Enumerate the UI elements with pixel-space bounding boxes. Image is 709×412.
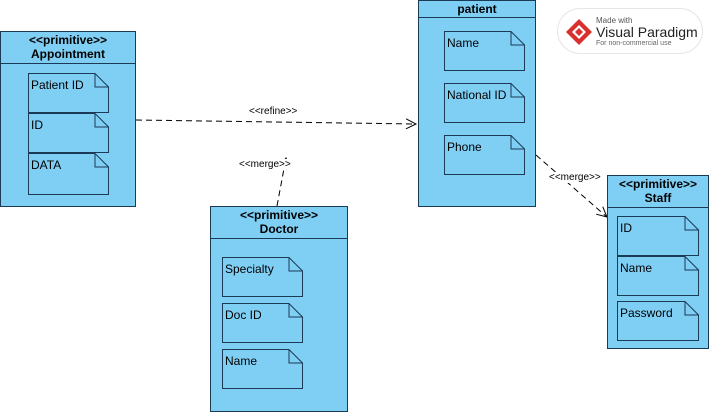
patient-class[interactable]: patient Name National ID Phone: [418, 0, 536, 207]
attribute-national-id[interactable]: National ID: [444, 83, 525, 123]
staff-name: Staff: [644, 191, 672, 205]
badge-made-with: Made with: [596, 16, 633, 25]
attribute-label: Specialty: [225, 262, 274, 276]
doctor-class[interactable]: <<primitive>> Doctor Specialty Doc ID Na…: [210, 206, 348, 412]
staff-stereotype: <<primitive>>: [618, 177, 698, 191]
attribute-label: Name: [620, 261, 653, 275]
attribute-label: Patient ID: [31, 78, 84, 92]
attribute-id[interactable]: ID: [617, 216, 699, 256]
attribute-name[interactable]: Name: [444, 31, 525, 71]
appointment-name: Appointment: [31, 47, 105, 61]
attribute-name[interactable]: Name: [222, 349, 303, 389]
attribute-label: ID: [620, 221, 632, 235]
patient-name: patient: [457, 2, 497, 16]
refine-label: <<refine>>: [248, 106, 299, 117]
attribute-patient-id[interactable]: Patient ID: [28, 73, 109, 113]
staff-merge-connector[interactable]: [535, 154, 607, 217]
attribute-phone[interactable]: Phone: [444, 135, 525, 175]
doctor-header: <<primitive>> Doctor: [211, 207, 347, 239]
attribute-label: Password: [620, 306, 673, 320]
attribute-label: Doc ID: [225, 308, 262, 322]
attribute-label: Name: [447, 36, 480, 50]
appointment-stereotype: <<primitive>>: [28, 33, 108, 47]
appointment-header: <<primitive>> Appointment: [1, 32, 135, 64]
doctor-name: Doctor: [259, 222, 299, 236]
attribute-data[interactable]: DATA: [28, 153, 109, 195]
attribute-id[interactable]: ID: [28, 113, 109, 153]
attribute-label: ID: [31, 118, 43, 132]
staff-class[interactable]: <<primitive>> Staff ID Name Password: [607, 175, 709, 349]
doctor-stereotype: <<primitive>>: [239, 208, 319, 222]
attribute-label: Phone: [447, 140, 482, 154]
badge-license: For non-commercial use: [596, 40, 672, 47]
visual-paradigm-badge: Made with Visual Paradigm For non-commer…: [557, 8, 703, 54]
attribute-password[interactable]: Password: [617, 301, 699, 341]
badge-brand: Visual Paradigm: [596, 24, 698, 40]
doctor-merge-label: <<merge>>: [238, 159, 292, 170]
staff-header: <<primitive>> Staff: [608, 176, 708, 208]
attribute-label: National ID: [447, 88, 507, 102]
attribute-specialty[interactable]: Specialty: [222, 257, 303, 297]
visual-paradigm-logo-icon: [566, 19, 592, 45]
attribute-label: Name: [225, 354, 258, 368]
appointment-class[interactable]: <<primitive>> Appointment Patient ID ID …: [0, 31, 136, 207]
attribute-label: DATA: [31, 158, 62, 172]
attribute-name[interactable]: Name: [617, 256, 699, 296]
refine-connector[interactable]: [135, 120, 416, 124]
patient-header: patient: [419, 1, 535, 18]
attribute-doc-id[interactable]: Doc ID: [222, 303, 303, 343]
staff-merge-label: <<merge>>: [548, 172, 602, 183]
